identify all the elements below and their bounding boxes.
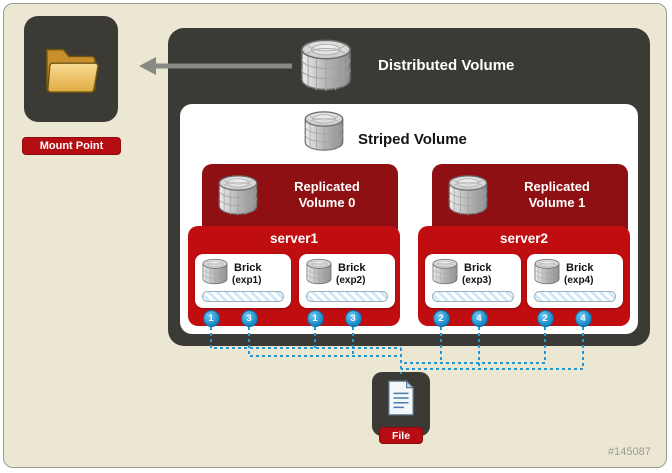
distributed-volume-disk-icon xyxy=(294,38,358,92)
brick-exp3-disk-icon xyxy=(429,258,461,285)
brick-exp2-export: (exp2) xyxy=(336,275,366,286)
figure-id-watermark: #145087 xyxy=(608,446,651,458)
folder-icon xyxy=(40,40,102,96)
brick-exp2-disk-icon xyxy=(303,258,335,285)
chunk-circle-exp1-1: 1 xyxy=(202,309,220,327)
brick-exp1-export: (exp1) xyxy=(232,275,262,286)
file-icon xyxy=(386,379,416,417)
chunk-circle-exp2-1: 1 xyxy=(306,309,324,327)
mount-point-node xyxy=(24,16,118,122)
mount-point-badge: Mount Point xyxy=(22,137,121,155)
chunk-circle-exp4-2: 2 xyxy=(536,309,554,327)
chunk-circle-exp1-3: 3 xyxy=(240,309,258,327)
brick-exp4-stripe-bar xyxy=(534,291,616,302)
brick-exp1: Brick (exp1) xyxy=(195,254,291,308)
replicated-volume-0: Replicated Volume 0 xyxy=(202,164,398,238)
brick-exp4-export: (exp4) xyxy=(564,275,594,286)
brick-exp2: Brick (exp2) xyxy=(299,254,395,308)
chunk-circle-exp2-3: 3 xyxy=(344,309,362,327)
brick-exp1-disk-icon xyxy=(199,258,231,285)
brick-exp2-stripe-bar xyxy=(306,291,388,302)
replicated-volume-1-line2: Volume 1 xyxy=(528,195,586,210)
replicated-volume-1-disk-icon xyxy=(444,174,492,216)
replicated-volume-0-label: Replicated Volume 0 xyxy=(262,179,392,211)
replicated-volume-1-label: Replicated Volume 1 xyxy=(492,179,622,211)
brick-exp2-label: Brick xyxy=(338,262,366,274)
brick-exp1-stripe-bar xyxy=(202,291,284,302)
brick-exp4-label: Brick xyxy=(566,262,594,274)
replicated-volume-0-disk-icon xyxy=(214,174,262,216)
replicated-volume-1: Replicated Volume 1 xyxy=(432,164,628,238)
replicated-volume-0-line1: Replicated xyxy=(294,179,360,194)
brick-exp3: Brick (exp3) xyxy=(425,254,521,308)
brick-exp1-label: Brick xyxy=(234,262,262,274)
file-node xyxy=(372,372,430,436)
server2-label: server2 xyxy=(499,231,549,246)
brick-exp3-export: (exp3) xyxy=(462,275,492,286)
distributed-volume-label: Distributed Volume xyxy=(378,57,515,74)
brick-exp3-label: Brick xyxy=(464,262,492,274)
replicated-volume-0-line2: Volume 0 xyxy=(298,195,356,210)
striped-volume-disk-icon xyxy=(300,110,348,152)
brick-exp3-stripe-bar xyxy=(432,291,514,302)
chunk-circle-exp4-4: 4 xyxy=(574,309,592,327)
server1-label: server1 xyxy=(269,231,319,246)
file-badge: File xyxy=(379,427,423,444)
chunk-circle-exp3-2: 2 xyxy=(432,309,450,327)
chunk-circle-exp3-4: 4 xyxy=(470,309,488,327)
brick-exp4-disk-icon xyxy=(531,258,563,285)
replicated-volume-1-line1: Replicated xyxy=(524,179,590,194)
brick-exp4: Brick (exp4) xyxy=(527,254,623,308)
striped-volume-label: Striped Volume xyxy=(358,131,467,148)
